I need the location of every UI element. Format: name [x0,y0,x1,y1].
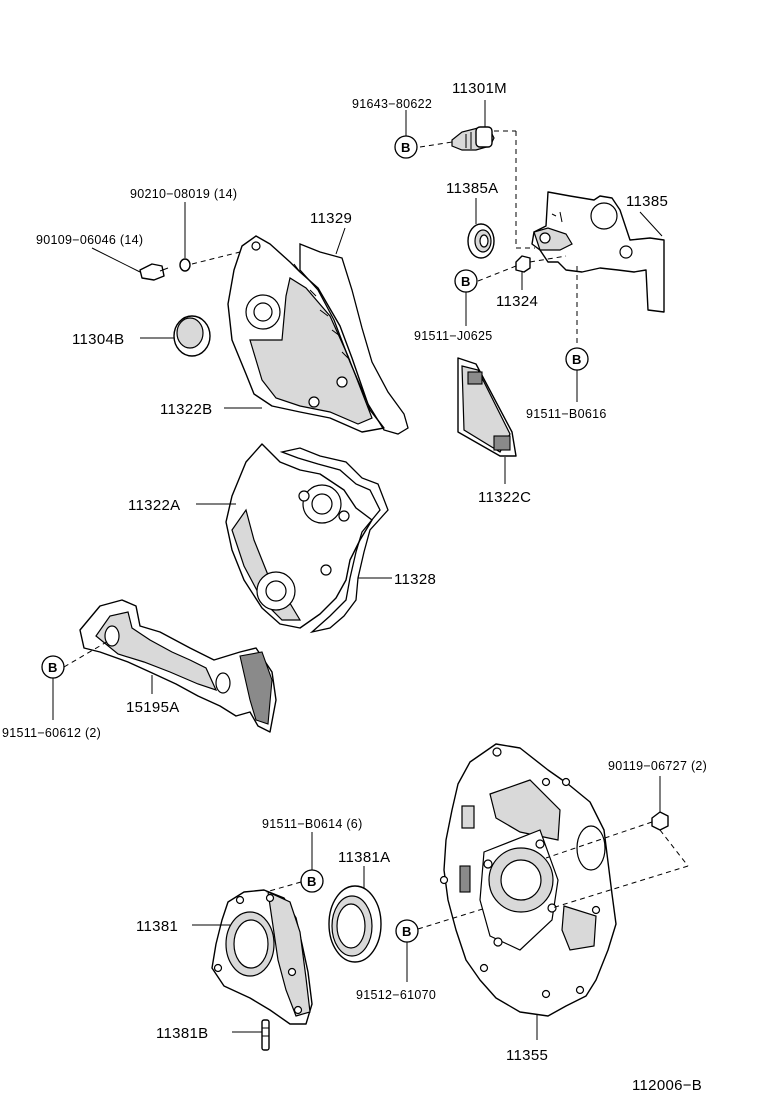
svg-text:B: B [307,874,316,889]
part-11324[interactable] [515,255,531,273]
label-11381: 11381 [136,918,178,935]
part-90210-08019[interactable] [179,258,191,272]
label-11322B: 11322B [160,401,212,418]
part-11322B[interactable] [227,235,385,433]
part-90109-06046[interactable] [139,263,169,281]
label-11381B: 11381B [156,1025,208,1042]
label-90119-06727: 90119−06727 (2) [608,759,707,773]
label-11322C: 11322C [478,489,531,506]
part-11301M[interactable] [451,126,495,151]
part-11385A[interactable] [467,223,495,259]
label-91511-60612: 91511−60612 (2) [2,726,101,740]
svg-text:B: B [572,352,581,367]
label-11301M: 11301M [452,80,507,97]
marker-b-91511-b0616: B [565,347,589,371]
label-91512-61070: 91512−61070 [356,988,436,1002]
marker-b-91512-61070: B [395,919,419,943]
marker-b-91511-60612: B [41,655,65,679]
marker-b-91643: B [394,135,418,159]
label-11385: 11385 [626,193,668,210]
part-11322C[interactable] [457,357,517,457]
marker-b-91511-j0625: B [454,269,478,293]
label-11329: 11329 [310,210,352,227]
label-11322A: 11322A [128,497,180,514]
part-11329[interactable] [299,243,409,435]
label-91511-B0614: 91511−B0614 (6) [262,817,363,831]
label-11304B: 11304B [72,331,124,348]
label-91643-80622: 91643−80622 [352,97,432,111]
label-11355: 11355 [506,1047,548,1064]
label-11324: 11324 [496,293,538,310]
svg-text:B: B [48,660,57,675]
part-15195A[interactable] [79,599,277,733]
svg-text:B: B [402,924,411,939]
label-11381A: 11381A [338,849,390,866]
label-90109-06046: 90109−06046 (14) [36,233,143,247]
part-11328[interactable] [279,447,389,634]
part-11304B[interactable] [173,315,211,357]
label-90210-08019: 90210−08019 (14) [130,187,237,201]
label-91511-J0625: 91511−J0625 [414,329,493,343]
part-11322A[interactable] [225,443,373,629]
diagram-id: 112006−B [632,1077,702,1094]
part-11381[interactable] [211,889,313,1025]
part-11355[interactable] [439,743,617,1017]
label-11385A: 11385A [446,180,498,197]
label-91511-B0616: 91511−B0616 [526,407,607,421]
part-11381A[interactable] [328,885,382,963]
svg-text:B: B [401,140,410,155]
part-11381B[interactable] [261,1019,270,1051]
label-15195A: 15195A [126,699,180,716]
marker-b-91511-b0614: B [300,869,324,893]
part-90119-06727[interactable] [651,800,669,831]
svg-text:B: B [461,274,470,289]
part-11385[interactable] [531,191,665,313]
label-11328: 11328 [394,571,436,588]
